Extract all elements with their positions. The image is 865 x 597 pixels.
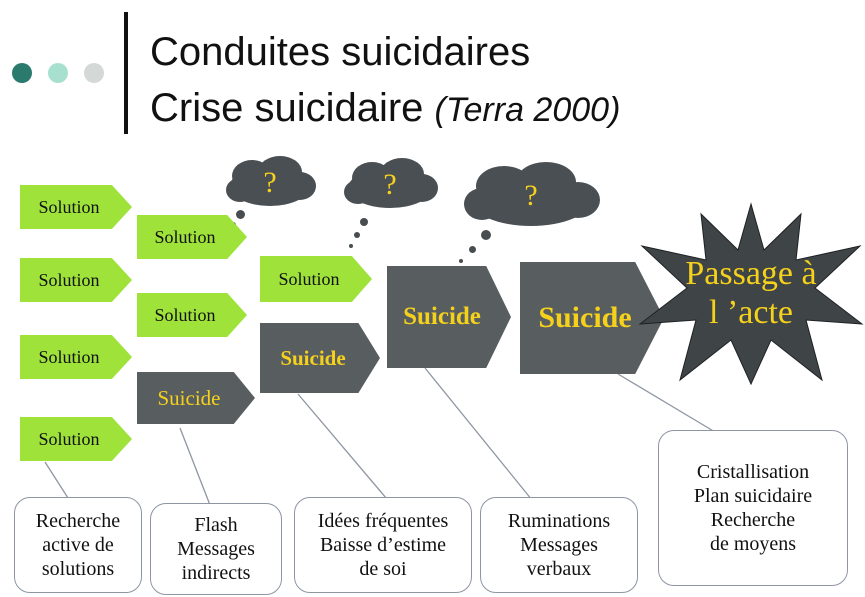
cloud-question-1: ?: [263, 166, 277, 199]
cloud2-bubble-c: [349, 244, 353, 248]
solution-arrow-c2-1: Solution: [137, 215, 247, 259]
suicide-arrow-c2: Suicide: [137, 372, 255, 424]
arrow-label: Solution: [154, 304, 216, 325]
cloud2-bubble-a: [360, 218, 368, 226]
stage-box-flash: Flash Messages indirects: [150, 503, 282, 595]
box-line: Ruminations: [507, 510, 611, 532]
connector-col3: [297, 393, 393, 506]
thought-cloud-1: ?: [222, 152, 318, 214]
box-line: Recherche: [710, 509, 796, 531]
slide-title-line2: Crise suicidaire (Terra 2000): [150, 88, 620, 128]
title-line2-text: Crise suicidaire: [150, 86, 424, 130]
cloud3-bubble-c: [459, 259, 463, 263]
solution-arrow-c1-1: Solution: [20, 185, 132, 229]
solution-arrow-c1-4: Solution: [20, 417, 132, 461]
box-line: de moyens: [709, 533, 797, 555]
title-divider: [124, 12, 128, 134]
arrow-label: Suicide: [403, 303, 481, 330]
arrow-label: Suicide: [538, 301, 632, 334]
passage-line2: l ’acte: [709, 294, 793, 331]
cloud-shape-1: [226, 156, 316, 206]
box-line: de soi: [359, 558, 407, 580]
stage-box-ruminations: Ruminations Messages verbaux: [480, 497, 638, 593]
box-line: verbaux: [526, 558, 592, 580]
cloud-shape-2: [344, 158, 438, 208]
arrow-label: Suicide: [280, 345, 346, 370]
box-line: active de: [42, 534, 114, 556]
passage-text: Passage à l ’acte: [638, 200, 864, 386]
stage-box-cristallisation: Cristallisation Plan suicidaire Recherch…: [658, 430, 848, 586]
arrow-label: Solution: [38, 346, 100, 367]
box-line: Cristallisation: [696, 461, 810, 483]
arrow-label: Solution: [278, 268, 340, 289]
cloud-question-2: ?: [383, 168, 397, 201]
thought-cloud-3: ?: [460, 158, 602, 234]
suicide-arrow-c3: Suicide: [260, 323, 380, 393]
box-line: Messages: [520, 534, 598, 556]
solution-arrow-c3-1: Solution: [260, 256, 372, 302]
title-line1-text: Conduites suicidaires: [150, 30, 531, 74]
cloud-question-3: ?: [524, 179, 538, 212]
slide-title-line1: Conduites suicidaires: [150, 32, 530, 72]
arrow-label: Solution: [38, 428, 100, 449]
box-line: Plan suicidaire: [693, 485, 813, 507]
connector-col4: [424, 367, 533, 501]
connector-col2: [179, 427, 211, 506]
solution-arrow-c2-2: Solution: [137, 293, 247, 337]
stage-box-recherche: Recherche active de solutions: [14, 497, 142, 593]
arrow-label: Solution: [154, 226, 216, 247]
cloud1-bubble-a: [236, 210, 245, 219]
explosion-burst-shape: [638, 202, 864, 386]
cloud2-bubble-b: [354, 232, 360, 238]
passage-a-l-acte-burst: Passage à l ’acte: [638, 200, 864, 386]
cloud-shape-3: [464, 162, 600, 226]
suicide-arrow-c5: Suicide: [520, 262, 664, 374]
arrow-label: Solution: [38, 269, 100, 290]
box-line: solutions: [41, 558, 115, 580]
thought-cloud-2: ?: [340, 154, 440, 216]
bullet-dot-mint: [48, 63, 68, 83]
arrow-label: Solution: [38, 196, 100, 217]
box-line: Messages: [177, 538, 255, 560]
title-citation: (Terra 2000): [434, 91, 621, 129]
stage-box-idees: Idées fréquentes Baisse d’estime de soi: [294, 497, 472, 593]
connector-col1: [44, 461, 69, 499]
connector-col5: [617, 373, 716, 433]
passage-line1: Passage à: [685, 254, 817, 292]
box-line: indirects: [181, 562, 251, 584]
box-line: Flash: [194, 514, 238, 536]
solution-arrow-c1-2: Solution: [20, 258, 132, 302]
suicide-arrow-c4: Suicide: [387, 266, 511, 368]
box-line: Idées fréquentes: [317, 510, 449, 532]
bullet-dot-grey: [84, 63, 104, 83]
cloud3-bubble-a: [481, 230, 491, 240]
cloud3-bubble-b: [469, 246, 476, 253]
arrow-label: Suicide: [157, 385, 221, 410]
box-line: Recherche: [35, 510, 121, 532]
solution-arrow-c1-3: Solution: [20, 335, 132, 379]
bullet-dot-teal: [12, 63, 32, 83]
box-line: Baisse d’estime: [319, 534, 447, 556]
